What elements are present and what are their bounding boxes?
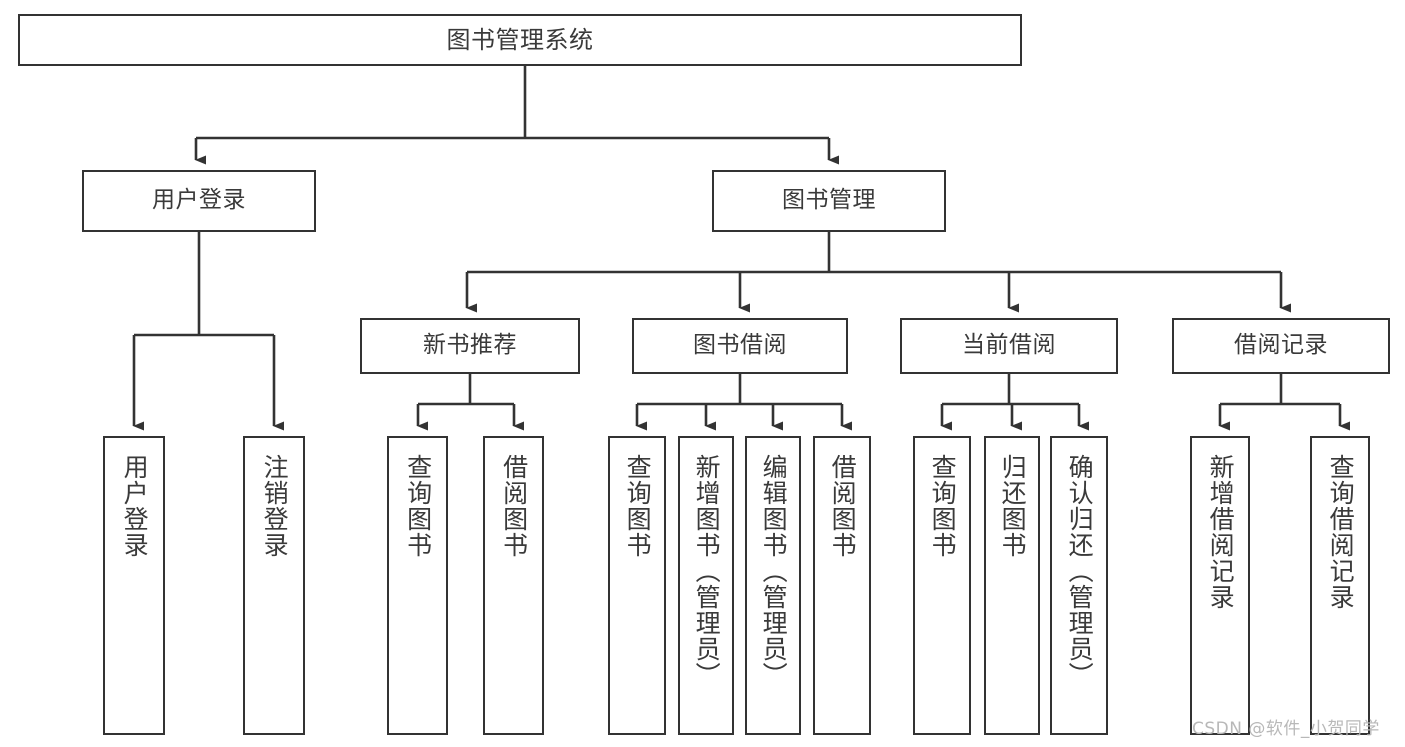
node-label: 注销登录 (260, 454, 290, 558)
node-leaf-query-book-recommend[interactable]: 查询图书 (387, 436, 448, 735)
node-label: 新书推荐 (423, 332, 517, 359)
node-borrow-record[interactable]: 借阅记录 (1172, 318, 1390, 374)
node-label: 用户登录 (152, 187, 246, 214)
node-label: 借阅图书 (499, 454, 529, 558)
node-label: 新增图书（管理员） (692, 454, 722, 688)
node-leaf-query-book-current[interactable]: 查询图书 (913, 436, 971, 735)
node-label: 查询图书 (403, 454, 433, 558)
node-label: 归还图书 (998, 454, 1028, 558)
csdn-watermark: CSDN @软件_小贺同学 (1192, 719, 1380, 739)
node-leaf-user-logout[interactable]: 注销登录 (243, 436, 305, 735)
node-new-book-recommend[interactable]: 新书推荐 (360, 318, 580, 374)
node-label: 查询借阅记录 (1326, 454, 1356, 610)
node-label: 图书借阅 (693, 332, 787, 359)
node-label: 查询图书 (928, 454, 958, 558)
node-leaf-query-borrow-record[interactable]: 查询借阅记录 (1310, 436, 1370, 735)
node-label: 图书管理系统 (446, 25, 594, 54)
node-leaf-return-book[interactable]: 归还图书 (984, 436, 1040, 735)
node-label: 确认归还（管理员） (1065, 454, 1095, 688)
node-label: 借阅记录 (1234, 332, 1328, 359)
node-user-login[interactable]: 用户登录 (82, 170, 316, 232)
node-leaf-user-login[interactable]: 用户登录 (103, 436, 165, 735)
node-leaf-add-borrow-record[interactable]: 新增借阅记录 (1190, 436, 1250, 735)
node-leaf-confirm-return-admin[interactable]: 确认归还（管理员） (1050, 436, 1108, 735)
node-current-borrow[interactable]: 当前借阅 (900, 318, 1118, 374)
node-label: 图书管理 (782, 187, 876, 214)
node-leaf-add-book-admin[interactable]: 新增图书（管理员） (678, 436, 734, 735)
node-label: 编辑图书（管理员） (759, 454, 789, 688)
node-label: 借阅图书 (828, 454, 858, 558)
node-leaf-borrow-book-recommend[interactable]: 借阅图书 (483, 436, 544, 735)
node-leaf-borrow-book[interactable]: 借阅图书 (813, 436, 871, 735)
node-label: 查询图书 (623, 454, 653, 558)
node-label: 用户登录 (120, 454, 150, 558)
node-label: 当前借阅 (962, 332, 1056, 359)
node-root-system[interactable]: 图书管理系统 (18, 14, 1022, 66)
node-book-management[interactable]: 图书管理 (712, 170, 946, 232)
node-leaf-query-book-borrow[interactable]: 查询图书 (608, 436, 666, 735)
node-label: 新增借阅记录 (1206, 454, 1236, 610)
node-book-borrow[interactable]: 图书借阅 (632, 318, 848, 374)
node-leaf-edit-book-admin[interactable]: 编辑图书（管理员） (745, 436, 801, 735)
